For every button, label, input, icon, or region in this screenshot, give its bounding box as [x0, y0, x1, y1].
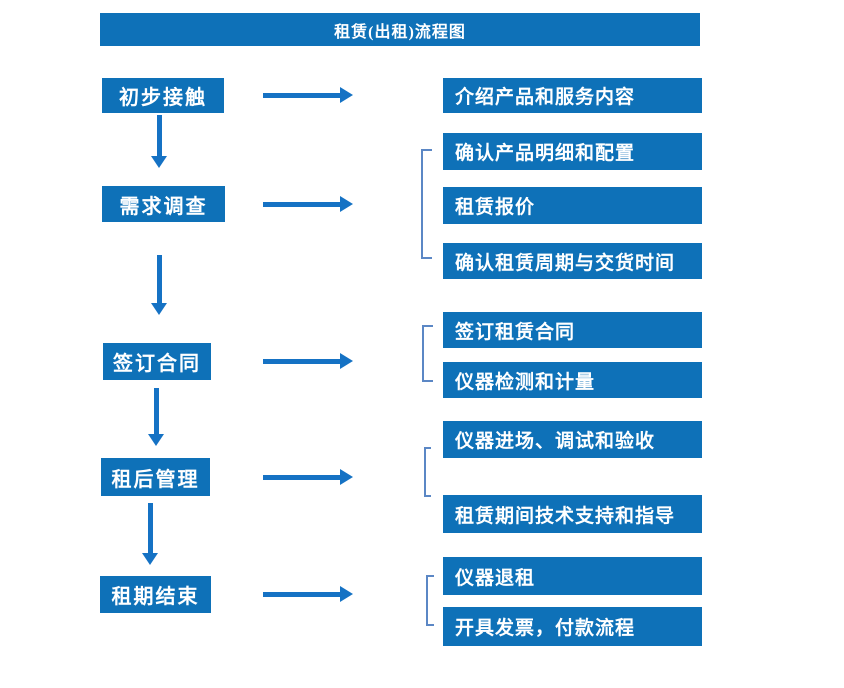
- detail-label: 确认产品明细和配置: [455, 143, 636, 164]
- step-box-demand-survey: 需求调查: [102, 186, 225, 222]
- arrow-right-icon: [263, 87, 353, 104]
- detail-box-confirm-product-config: 确认产品明细和配置: [443, 133, 702, 170]
- arrow-shaft: [157, 115, 162, 157]
- arrow-down-icon: [148, 388, 165, 446]
- detail-box-instrument-return: 仪器退租: [443, 557, 702, 595]
- detail-box-sign-rental-contract: 签订租赁合同: [443, 312, 702, 348]
- arrow-shaft: [154, 388, 159, 435]
- arrow-shaft: [148, 503, 153, 554]
- detail-label: 租赁期间技术支持和指导: [455, 505, 676, 527]
- detail-label: 开具发票，付款流程: [455, 618, 636, 639]
- flowchart-title-label: 租赁(出租)流程图: [334, 23, 466, 41]
- step-label: 需求调查: [119, 195, 208, 218]
- step-label: 初步接触: [119, 87, 207, 109]
- arrow-right-icon: [263, 469, 353, 486]
- arrow-head: [340, 469, 353, 485]
- step-box-initial-contact: 初步接触: [102, 78, 224, 113]
- detail-label: 仪器退租: [455, 567, 536, 589]
- arrow-shaft: [263, 359, 342, 364]
- group-bracket-post-rental: [424, 447, 431, 497]
- arrow-head: [340, 586, 353, 602]
- arrow-head: [142, 553, 158, 565]
- step-label: 租期结束: [111, 586, 200, 608]
- arrow-head: [151, 156, 167, 168]
- detail-label: 介绍产品和服务内容: [455, 87, 636, 108]
- detail-box-invoice-payment: 开具发票，付款流程: [443, 607, 702, 646]
- group-bracket-lease-end: [426, 575, 434, 626]
- detail-label: 仪器进场、调试和验收: [455, 431, 656, 452]
- arrow-down-icon: [151, 115, 168, 168]
- detail-box-instrument-testing: 仪器检测和计量: [443, 362, 702, 398]
- arrow-shaft: [263, 93, 342, 98]
- arrow-down-icon: [151, 255, 168, 315]
- arrow-right-icon: [263, 196, 353, 213]
- detail-label: 确认租赁周期与交货时间: [455, 252, 676, 274]
- detail-label: 签订租赁合同: [455, 321, 576, 343]
- flowchart-title: 租赁(出租)流程图: [100, 13, 700, 46]
- arrow-down-icon: [142, 503, 159, 565]
- group-bracket-sign-contract: [422, 325, 433, 382]
- step-box-lease-end: 租期结束: [100, 576, 211, 613]
- arrow-shaft: [263, 592, 342, 597]
- detail-box-rental-quote: 租赁报价: [443, 187, 702, 224]
- step-box-sign-contract: 签订合同: [103, 343, 211, 380]
- group-bracket-demand-survey: [421, 149, 432, 259]
- arrow-shaft: [157, 255, 162, 304]
- arrow-right-icon: [263, 586, 353, 603]
- arrow-head: [151, 303, 167, 315]
- detail-label: 租赁报价: [455, 197, 536, 218]
- detail-box-tech-support: 租赁期间技术支持和指导: [443, 495, 702, 533]
- arrow-head: [340, 353, 353, 369]
- detail-label: 仪器检测和计量: [455, 371, 596, 393]
- arrow-head: [148, 434, 164, 446]
- arrow-shaft: [263, 202, 342, 207]
- arrow-head: [340, 196, 353, 212]
- arrow-head: [340, 87, 353, 103]
- detail-box-confirm-period-delivery: 确认租赁周期与交货时间: [443, 243, 702, 279]
- step-label: 租后管理: [111, 468, 200, 491]
- step-box-post-rental-management: 租后管理: [101, 458, 210, 496]
- detail-box-introduce-products: 介绍产品和服务内容: [443, 78, 702, 113]
- step-label: 签订合同: [113, 353, 201, 375]
- arrow-shaft: [263, 475, 342, 480]
- arrow-right-icon: [263, 353, 353, 370]
- detail-box-instrument-setup-acceptance: 仪器进场、调试和验收: [443, 421, 702, 458]
